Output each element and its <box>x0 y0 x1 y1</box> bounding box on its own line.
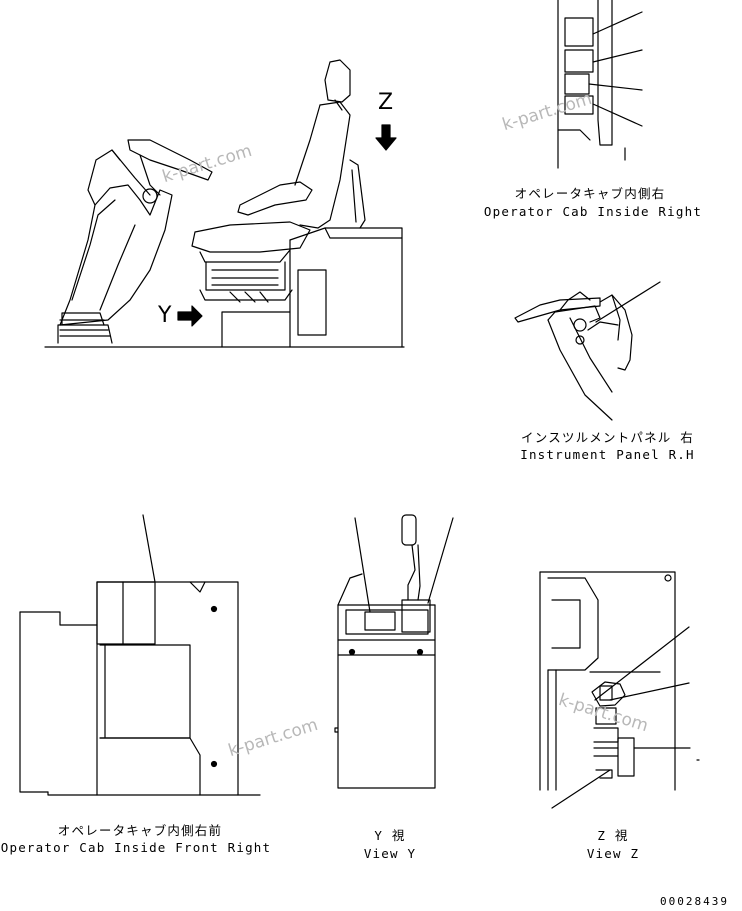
cab-inside-right-view <box>557 0 643 169</box>
view-z-drawing <box>539 571 700 809</box>
caption-view-y-en: View Y <box>363 846 417 861</box>
arrow-y-marker <box>177 305 203 327</box>
view-y-drawing <box>334 514 454 789</box>
caption-panel-en: Instrument Panel R.H <box>520 447 695 462</box>
drawing-code: 00028439 <box>660 895 729 908</box>
arrow-z-label: Z <box>378 90 394 115</box>
instrument-panel-view <box>514 281 661 421</box>
caption-view-z-en: View Z <box>586 846 640 861</box>
caption-cab-front-jp: オペレータキャブ内側右前 <box>57 823 223 838</box>
arrow-y-label: Y <box>158 303 172 328</box>
caption-cab-front-en: Operator Cab Inside Front Right <box>0 840 272 855</box>
caption-cab-right-jp: オペレータキャブ内側右 <box>514 186 666 201</box>
main-seat-view <box>44 59 405 348</box>
caption-view-y-jp: Y 視 <box>374 828 406 843</box>
caption-cab-right-en: Operator Cab Inside Right <box>483 204 703 219</box>
cab-front-right-view <box>19 514 261 796</box>
arrow-z-marker <box>375 124 397 151</box>
caption-panel-jp: インスツルメントパネル 右 <box>521 430 694 445</box>
caption-view-z-jp: Z 視 <box>597 828 629 843</box>
